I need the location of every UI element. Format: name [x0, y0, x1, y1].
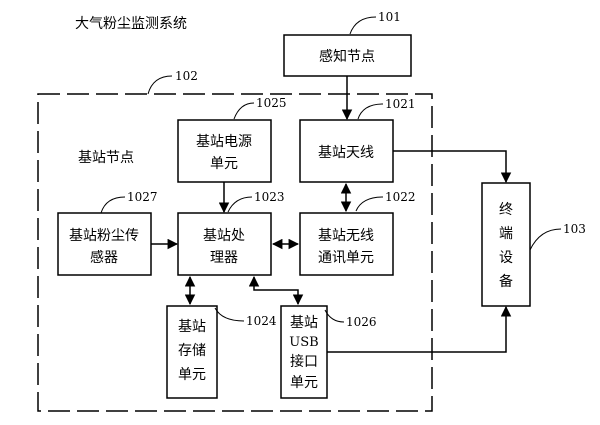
leader-1025 — [233, 102, 255, 120]
terminal-label-line3: 设 — [499, 250, 513, 266]
storage-unit-label-line2: 存储 — [178, 343, 206, 359]
antenna-to-terminal-arrow — [393, 150, 512, 184]
terminal-label-line1: 终 — [499, 202, 513, 218]
usb-unit-label-line1: 基站 — [290, 314, 318, 331]
leader-1021 — [357, 103, 384, 120]
terminal-box — [481, 182, 531, 307]
ref-101: 101 — [378, 10, 401, 24]
leader-1026 — [324, 309, 345, 323]
base-station-boundary — [37, 93, 433, 412]
base-station-label: 基站节点 — [78, 149, 134, 166]
terminal-label-line2: 端 — [499, 226, 513, 242]
ref-102: 102 — [175, 69, 198, 83]
wireless-unit-label-line1: 基站无线 — [318, 227, 374, 244]
leader-103 — [529, 228, 562, 251]
leader-1024 — [214, 307, 245, 322]
ref-1023: 1023 — [254, 190, 285, 204]
leader-1027 — [100, 196, 126, 214]
leader-102 — [147, 75, 173, 95]
dust-sensor-box — [57, 212, 152, 276]
leader-1023 — [227, 196, 253, 213]
power-unit-box — [177, 119, 272, 183]
leader-101 — [349, 16, 377, 35]
leader-1022 — [355, 196, 384, 212]
sensing-node-label: 感知节点 — [319, 48, 375, 65]
ref-103: 103 — [563, 222, 586, 236]
ref-1022: 1022 — [385, 190, 416, 204]
storage-unit-box — [166, 305, 218, 399]
dust-sensor-label-line1: 基站粉尘传 — [69, 227, 139, 244]
processor-box — [177, 212, 272, 276]
power-unit-label-line1: 基站电源 — [196, 133, 252, 150]
antenna-box — [299, 119, 394, 183]
ref-1027: 1027 — [127, 190, 158, 204]
storage-unit-label-line1: 基站 — [178, 318, 206, 335]
usb-to-terminal-arrow — [327, 305, 512, 353]
power-unit-label-line2: 单元 — [210, 156, 238, 172]
terminal-label-line4: 备 — [499, 273, 513, 290]
storage-unit-label-line3: 单元 — [178, 367, 206, 383]
processor-label-line1: 基站处 — [203, 227, 245, 244]
usb-unit-label-line3: 接口 — [290, 353, 318, 370]
processor-usb-arrow — [248, 275, 304, 306]
processor-label-line2: 理器 — [210, 250, 238, 266]
dust-sensor-label-line2: 感器 — [90, 249, 118, 266]
antenna-label: 基站天线 — [318, 144, 374, 161]
ref-1026: 1026 — [346, 315, 377, 329]
usb-unit-label-line4: 单元 — [290, 375, 318, 391]
ref-1025: 1025 — [256, 96, 287, 110]
wireless-unit-label-line2: 通讯单元 — [318, 250, 374, 266]
wireless-unit-box — [299, 212, 394, 276]
ref-1021: 1021 — [385, 97, 416, 111]
usb-unit-label-line2: USB — [289, 335, 318, 350]
diagram-title: 大气粉尘监测系统 — [75, 16, 187, 32]
ref-1024: 1024 — [246, 314, 277, 328]
